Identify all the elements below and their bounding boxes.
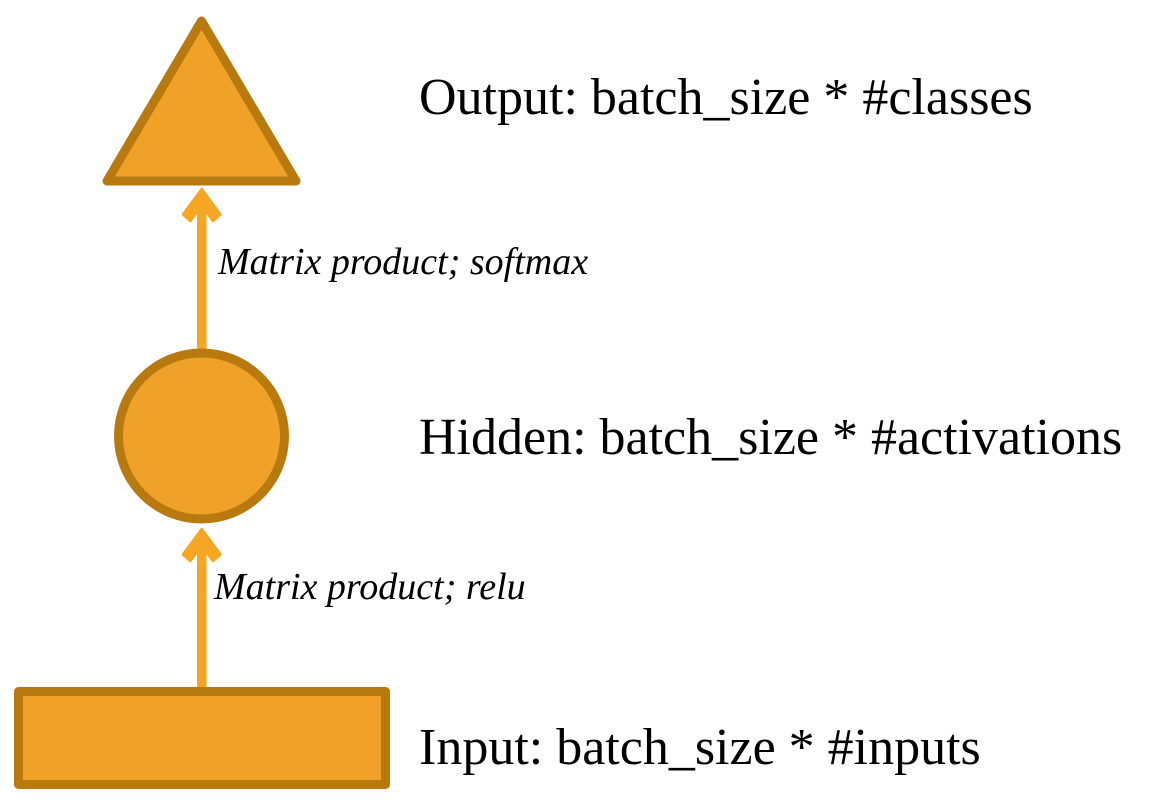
input-node-rectangle[interactable] bbox=[14, 687, 390, 789]
hidden-node-label: Hidden: batch_size * #activations bbox=[419, 409, 1123, 466]
output-node-triangle[interactable] bbox=[102, 16, 301, 186]
input-node-label: Input: batch_size * #inputs bbox=[419, 719, 981, 776]
arrow-input-to-hidden[interactable] bbox=[181, 527, 222, 690]
hidden-node-circle[interactable] bbox=[114, 348, 289, 524]
edge-label-input-to-hidden: Matrix product; relu bbox=[214, 566, 526, 608]
edge-label-hidden-to-output: Matrix product; softmax bbox=[218, 241, 589, 283]
output-node-label: Output: batch_size * #classes bbox=[419, 69, 1033, 126]
arrow-head-up-icon bbox=[181, 187, 222, 223]
arrow-shaft bbox=[197, 196, 207, 352]
arrow-hidden-to-output[interactable] bbox=[181, 187, 222, 352]
arrow-shaft bbox=[197, 540, 207, 690]
arrow-head-up-icon bbox=[181, 527, 222, 563]
